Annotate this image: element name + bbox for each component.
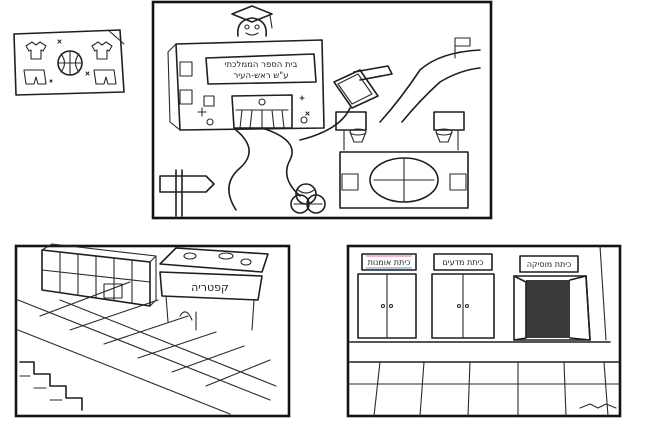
school-sign-line2: ע"ש ראש-העיר: [233, 71, 288, 81]
classroom-label: כיתת מוסיקה: [527, 260, 572, 269]
cafeteria-sign: [159, 271, 263, 301]
jersey-icon: [91, 41, 113, 60]
classroom-art: כיתת אומנות: [357, 253, 417, 339]
lockers: [41, 243, 157, 307]
shorts-icon: [93, 69, 117, 85]
basketball-icon: [57, 50, 83, 76]
classroom-sign: [433, 253, 493, 271]
basketball-court: [339, 151, 469, 209]
balls-pile-icon: [290, 183, 326, 214]
school-sign-line1: בית הספר הממלכתי: [225, 60, 298, 70]
school-building: בית הספר הממלכתי ע"ש ראש-העיר: [167, 39, 325, 131]
classroom-label: כיתת אומנות: [368, 258, 411, 267]
basketball-hoop-left: [335, 111, 367, 151]
classroom-sign: [361, 253, 417, 271]
sports-equipment-card: [13, 29, 125, 96]
cafeteria-panel: קפטריה: [14, 243, 291, 418]
laptop-icon: [333, 65, 393, 109]
classroom-music: כיתת מוסיקה: [513, 255, 591, 341]
classroom-sign: [519, 255, 579, 273]
cafeteria-counter: קפטריה: [159, 247, 269, 331]
classroom-science: כיתת מדעים: [431, 253, 495, 339]
graduation-cap-icon: [231, 5, 273, 23]
stairs: [19, 361, 83, 411]
basketball-hoop-right: [433, 111, 465, 151]
jersey-icon: [25, 41, 47, 60]
open-doorway: [526, 280, 570, 338]
cafeteria-sign-text: קפטריה: [191, 281, 229, 294]
school-sign: [205, 53, 317, 85]
signpost-icon: [159, 169, 215, 217]
flag-icon: [454, 37, 471, 59]
shorts-icon: [23, 69, 47, 85]
school-yard-panel: בית הספר הממלכתי ע"ש ראש-העיר: [151, 0, 493, 220]
graduate-cat-mascot: [231, 5, 273, 37]
hallway-panel: כיתת אומנות כיתת מדעים כיתת מוסיקה: [346, 244, 622, 418]
classroom-label: כיתת מדעים: [443, 258, 484, 267]
